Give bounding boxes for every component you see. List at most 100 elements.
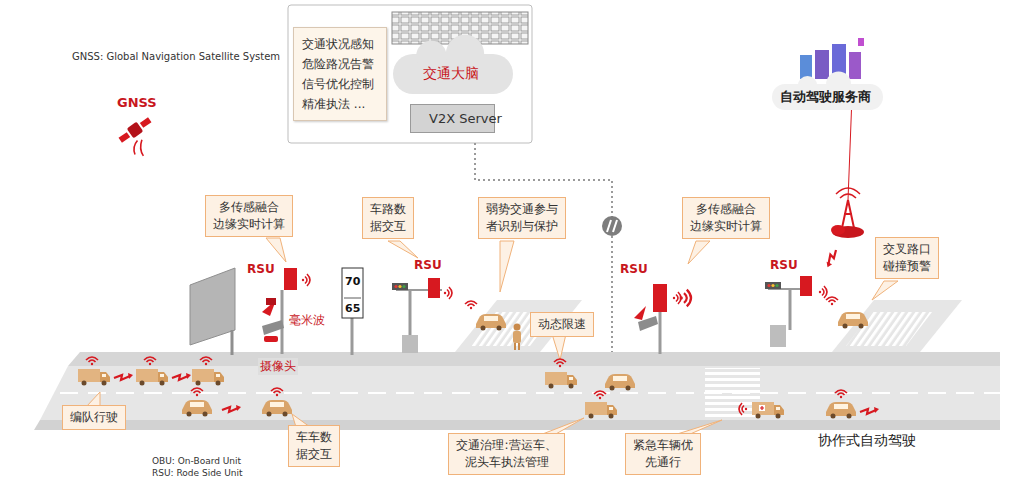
vehicles	[752, 402, 784, 419]
vehicles	[545, 372, 577, 389]
vehicles	[191, 388, 203, 396]
vehicles	[476, 314, 506, 331]
server-icons	[800, 55, 812, 79]
vehicles	[200, 357, 212, 365]
rsu-3	[634, 284, 691, 354]
cell-tower	[848, 96, 852, 200]
road	[34, 300, 1000, 430]
callout-box: 多传感融合 边缘实时计算	[205, 195, 293, 237]
cloud-shape	[772, 72, 883, 110]
rsu-3	[680, 290, 691, 307]
callout-tails	[688, 241, 710, 264]
radar-label: 毫米波	[289, 312, 325, 329]
callout-box: 交叉路口 碰撞预警	[875, 237, 939, 279]
vehicles	[465, 301, 477, 309]
callout-box: 弱势交通参与 者识别与保护	[478, 197, 566, 239]
callout-tails	[552, 334, 566, 360]
brain-panel	[288, 5, 532, 143]
callout-tails	[388, 241, 418, 258]
legend-note: GNSS: Global Navigation Satellite System	[72, 51, 280, 62]
rsu-4	[765, 282, 781, 289]
cell-tower	[823, 249, 840, 269]
vehicles	[144, 357, 156, 365]
pedestrian	[514, 343, 516, 350]
abbreviation-note: OBU: On-Board Unit	[152, 456, 241, 466]
network-line	[602, 216, 622, 236]
speed-sign	[342, 268, 363, 355]
rsu-2	[392, 278, 452, 353]
rsu-2	[402, 285, 405, 288]
vehicles	[271, 388, 283, 396]
callout-tails	[86, 238, 898, 435]
rsu-3	[659, 312, 662, 354]
cell-tower	[832, 226, 864, 238]
node-text: 多传感融合 边缘实时计算	[688, 201, 764, 235]
vehicles	[78, 297, 879, 419]
function-list: 交通状况感知 危险路况告警 信号优化控制 精准执法 ...	[293, 27, 387, 121]
node-text: 自动驾驶服务商	[780, 88, 875, 106]
node-text: 交通治理:营运车、 泥头车执法管理	[454, 437, 559, 471]
camera-label: 摄像头	[258, 358, 298, 375]
cell-tower	[836, 188, 860, 198]
vehicles	[114, 373, 133, 380]
satellite-icon	[135, 140, 150, 156]
vehicles	[605, 374, 635, 391]
satellite-icon	[119, 132, 131, 143]
vehicles	[554, 359, 566, 367]
pedestrian	[514, 324, 521, 331]
server-box: V2X Server	[410, 104, 495, 133]
node-text: 交通大脑	[423, 65, 483, 83]
road	[705, 368, 760, 418]
rsu-1	[302, 274, 310, 286]
vehicles	[86, 357, 98, 365]
cell-tower	[823, 96, 864, 268]
vehicles	[759, 405, 765, 411]
node-text: 动态限速	[536, 316, 588, 333]
rsu-1	[262, 320, 284, 335]
cell-tower	[831, 225, 845, 235]
rsu-4	[765, 276, 827, 347]
callout-box: 动态限速	[530, 312, 594, 337]
rsu-2	[394, 285, 397, 288]
speed-number: 65	[345, 302, 360, 315]
node-text: 车车数 据交互	[294, 429, 334, 463]
rsu-1	[264, 336, 278, 342]
vehicles	[172, 373, 191, 380]
rsu-2	[428, 278, 440, 298]
rsu-2	[392, 283, 408, 290]
rsu-4	[819, 286, 827, 298]
pedestrian	[518, 343, 520, 350]
callout-tails	[266, 238, 286, 262]
node-text: 紧急车辆优 先通行	[631, 437, 695, 471]
rsu-4	[767, 284, 770, 287]
server-icons	[800, 38, 864, 79]
rsu-label: RSU	[414, 258, 442, 272]
road	[34, 420, 1000, 430]
vehicles	[826, 402, 856, 419]
billboard	[190, 268, 235, 345]
callout-box: 车路数 据交互	[362, 197, 414, 239]
rsu-4	[775, 284, 778, 287]
road	[832, 300, 962, 352]
vehicles	[760, 406, 764, 410]
vehicles	[192, 369, 224, 386]
vehicles	[585, 402, 617, 419]
node-text: 交通状况感知 危险路况告警 信号优化控制 精准执法 ...	[302, 34, 378, 114]
pedestrian	[513, 331, 521, 343]
rsu-1	[284, 268, 297, 290]
rsu-4	[770, 325, 786, 347]
rsu-4	[771, 284, 774, 287]
vehicles	[835, 390, 847, 398]
callout-tails	[500, 241, 514, 292]
vehicles	[860, 407, 879, 414]
network-line	[475, 143, 1000, 355]
gnss-label: GNSS	[117, 95, 157, 110]
network-line	[607, 220, 617, 232]
network-line	[475, 143, 1000, 355]
road	[60, 392, 1000, 394]
rsu-3	[653, 284, 667, 312]
rsu-3	[634, 306, 646, 320]
speed-sign	[344, 298, 361, 299]
node-text: 交叉路口 碰撞预警	[881, 241, 933, 275]
